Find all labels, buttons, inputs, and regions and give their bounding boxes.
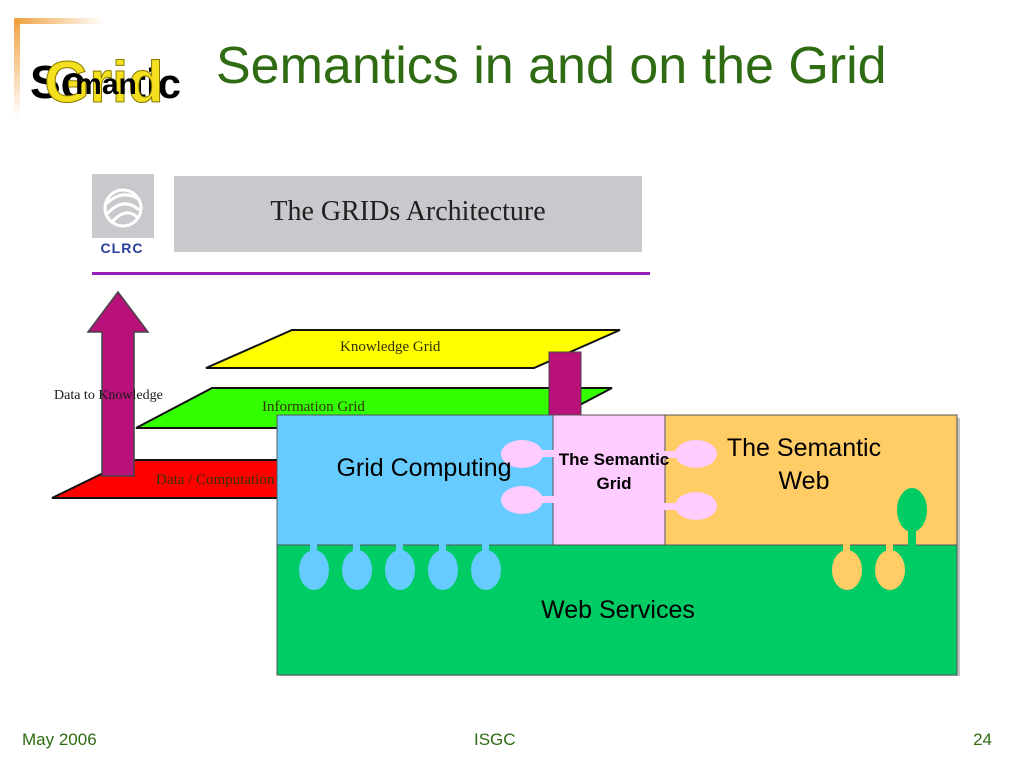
footer-date: May 2006 [22,730,97,749]
grid-computing-box [276,414,554,546]
clrc-logo-text: CLRC [100,240,144,256]
grid-computing-pegs [299,540,501,590]
semantic-grid-logo: Se tic Grid man [30,50,181,109]
corner-decoration-left [14,18,20,118]
semantic-web-pegs [832,540,905,590]
data-to-knowledge-label: Data to Knowledge [54,388,163,403]
logo-man-text: man [75,68,137,101]
logo-grid-overlay-text: Grid [44,50,163,108]
logo-tic-text: tic [132,60,181,107]
footer-page-number: 24 [973,730,992,749]
web-services-label: Web Services [541,596,695,624]
semantic-grid-box [552,414,666,546]
left-connectors [501,440,558,514]
information-grid-label: Information Grid [262,399,365,415]
semantic-web-label: The Semantic Web [726,434,882,495]
right-pillar [548,351,582,423]
data-to-knowledge-arrow [86,290,150,477]
knowledge-grid-label: Knowledge Grid [340,339,441,355]
title-divider [92,272,650,275]
grid-computing-label: Grid Computing [336,454,512,482]
logo-se-text: Se [30,56,86,108]
architecture-title: The GRIDs Architecture [270,196,546,227]
slide-title: Semantics in and on the Grid [216,37,887,95]
corner-decoration-top [14,18,104,24]
architecture-title-banner [174,176,642,252]
clrc-logo [92,174,154,238]
knowledge-grid-plane [205,329,621,369]
semantic-grid-label: The Semantic Grid [558,450,670,493]
footer-venue: ISGC [474,730,516,749]
right-connectors [660,440,717,520]
web-services-peg [897,488,927,549]
data-computation-grid-label: Data / Computation Grid [156,472,278,488]
